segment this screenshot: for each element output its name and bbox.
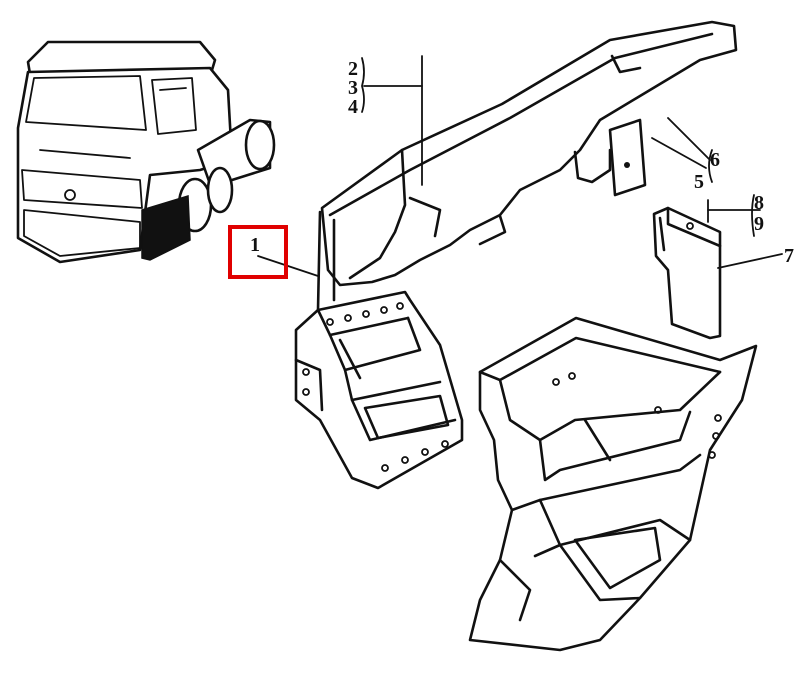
callout-9[interactable]: 9 (754, 213, 764, 235)
splash-flap-part (652, 206, 722, 340)
callout-7[interactable]: 7 (784, 245, 794, 267)
large-step-part (468, 316, 758, 652)
mudguard-part (316, 20, 738, 312)
callout-labels: 1 2 3 4 5 6 7 8 9 (250, 58, 794, 267)
highlight-box (228, 225, 288, 279)
callout-6[interactable]: 6 (710, 149, 720, 171)
truck-thumbnail (16, 40, 276, 264)
callout-2[interactable]: 2 (348, 58, 358, 80)
callout-3[interactable]: 3 (348, 77, 358, 99)
front-step-part (294, 290, 464, 490)
callout-8[interactable]: 8 (754, 192, 764, 214)
callout-4[interactable]: 4 (348, 96, 358, 118)
leader-lines (257, 55, 783, 277)
callout-5[interactable]: 5 (694, 171, 704, 193)
callout-1[interactable]: 1 (250, 234, 260, 256)
